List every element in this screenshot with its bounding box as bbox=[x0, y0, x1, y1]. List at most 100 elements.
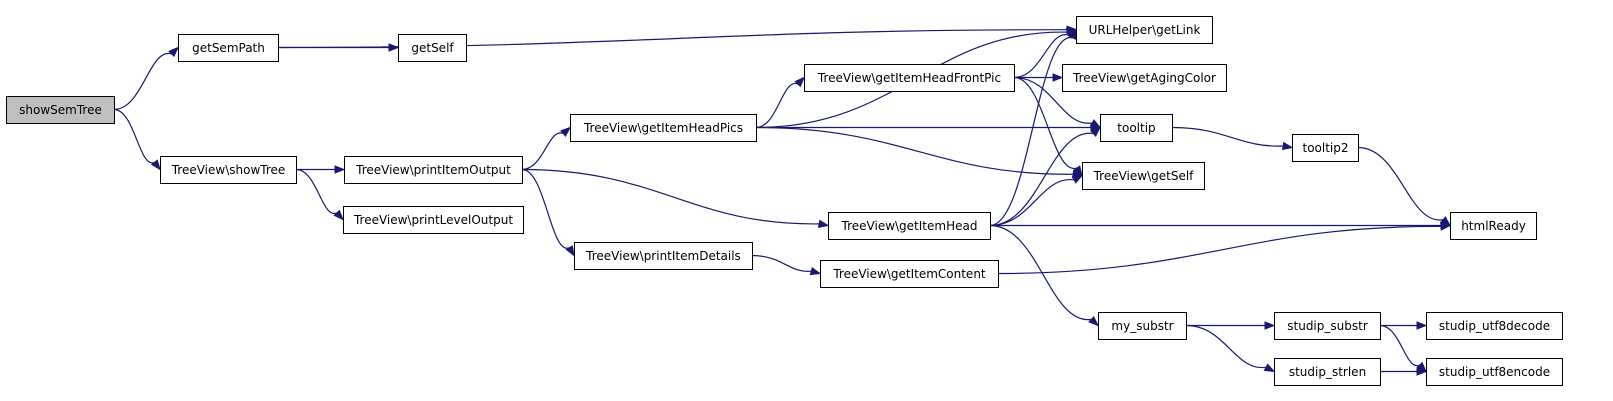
node-box-treeviewPrintItemDetails[interactable] bbox=[574, 242, 753, 270]
edge-treeviewGetItemHeadPics-to-treeviewGetItemHeadFrontPic bbox=[755, 83, 798, 129]
node-box-tooltip[interactable] bbox=[1100, 114, 1173, 142]
node-box-htmlReady[interactable] bbox=[1450, 212, 1537, 240]
node-box-treeviewGetItemHeadPics[interactable] bbox=[570, 114, 757, 142]
node-box-studipStrlen[interactable] bbox=[1274, 358, 1381, 386]
edge-tooltip2-to-htmlReady bbox=[1357, 146, 1444, 221]
node-treeviewGetItemHeadPics[interactable]: TreeView\getItemHeadPics bbox=[570, 114, 757, 142]
node-label-treeviewGetSelf: TreeView\getSelf bbox=[1093, 169, 1195, 183]
node-studipStrlen[interactable]: studip_strlen bbox=[1274, 358, 1381, 386]
node-box-urlhelperGetLink[interactable] bbox=[1076, 16, 1213, 44]
node-label-urlhelperGetLink: URLHelper\getLink bbox=[1089, 23, 1201, 37]
edge-treeviewGetItemHeadFrontPic-to-treeviewGetSelf bbox=[1013, 76, 1078, 169]
node-label-studipStrlen: studip_strlen bbox=[1289, 365, 1366, 379]
node-treeviewPrintLevelOutput[interactable]: TreeView\printLevelOutput bbox=[343, 206, 524, 234]
edge-treeviewGetItemContent-to-htmlReady bbox=[997, 225, 1442, 275]
node-box-treeviewPrintItemOutput[interactable] bbox=[344, 156, 523, 184]
arrowhead-treeviewShowTree-to-treeviewPrintItemOutput bbox=[334, 165, 346, 174]
node-box-studipUtf8encode[interactable] bbox=[1426, 358, 1563, 386]
arrowhead-treeviewGetItemHeadFrontPic-to-tooltip bbox=[1089, 119, 1102, 129]
edge-treeviewPrintItemDetails-to-treeviewGetItemContent bbox=[751, 254, 812, 272]
node-label-studipSubstr: studip_substr bbox=[1287, 319, 1368, 333]
node-studipSubstr[interactable]: studip_substr bbox=[1274, 312, 1381, 340]
arrowhead-treeviewGetItemContent-to-htmlReady bbox=[1440, 222, 1452, 231]
node-studipUtf8encode[interactable]: studip_utf8encode bbox=[1426, 358, 1563, 386]
node-htmlReady[interactable]: htmlReady bbox=[1450, 212, 1537, 240]
arrowhead-showSemTree-to-getSemPath bbox=[168, 46, 179, 58]
node-label-treeviewPrintItemOutput: TreeView\printItemOutput bbox=[355, 163, 511, 177]
arrowhead-treeviewPrintItemOutput-to-treeviewGetItemHeadPics bbox=[560, 126, 572, 137]
node-mySubstr[interactable]: my_substr bbox=[1098, 312, 1187, 340]
arrowhead-treeviewGetItemHead-to-tooltip bbox=[1090, 126, 1102, 137]
node-box-treeviewGetItemContent[interactable] bbox=[820, 260, 999, 288]
node-label-studipUtf8decode: studip_utf8decode bbox=[1439, 319, 1550, 333]
node-label-treeviewGetItemHeadFrontPic: TreeView\getItemHeadFrontPic bbox=[817, 71, 1001, 85]
node-treeviewGetAgingColor[interactable]: TreeView\getAgingColor bbox=[1062, 64, 1227, 92]
node-box-getSelf[interactable] bbox=[398, 34, 467, 62]
node-label-treeviewGetItemHead: TreeView\getItemHead bbox=[841, 219, 978, 233]
node-treeviewGetItemHead[interactable]: TreeView\getItemHead bbox=[828, 212, 991, 240]
node-tooltip[interactable]: tooltip bbox=[1100, 114, 1173, 142]
node-label-showSemTree: showSemTree bbox=[19, 103, 102, 117]
edge-showSemTree-to-treeviewShowTree bbox=[113, 108, 155, 164]
node-treeviewPrintItemDetails[interactable]: TreeView\printItemDetails bbox=[574, 242, 753, 270]
node-treeviewShowTree[interactable]: TreeView\showTree bbox=[160, 156, 297, 184]
node-label-treeviewGetItemHeadPics: TreeView\getItemHeadPics bbox=[583, 121, 743, 135]
node-getSemPath[interactable]: getSemPath bbox=[178, 34, 279, 62]
arrowhead-studipStrlen-to-studipUtf8encode bbox=[1416, 367, 1428, 376]
node-label-treeviewPrintItemDetails: TreeView\printItemDetails bbox=[585, 249, 741, 263]
node-getSelf[interactable]: getSelf bbox=[398, 34, 467, 62]
edge-treeviewPrintItemOutput-to-treeviewPrintItemDetails bbox=[521, 168, 570, 249]
node-label-mySubstr: my_substr bbox=[1111, 319, 1173, 333]
edges-layer bbox=[113, 25, 1452, 376]
arrowhead-treeviewGetItemHead-to-mySubstr bbox=[1088, 315, 1100, 327]
edge-treeviewShowTree-to-treeviewPrintLevelOutput bbox=[295, 168, 338, 214]
node-box-treeviewGetAgingColor[interactable] bbox=[1062, 64, 1227, 92]
arrowhead-tooltip-to-tooltip2 bbox=[1281, 141, 1294, 151]
node-box-treeviewGetSelf[interactable] bbox=[1082, 162, 1205, 190]
node-label-treeviewShowTree: TreeView\showTree bbox=[171, 163, 286, 177]
node-treeviewGetSelf[interactable]: TreeView\getSelf bbox=[1082, 162, 1205, 190]
arrowhead-mySubstr-to-studipSubstr bbox=[1264, 321, 1276, 330]
edge-showSemTree-to-getSemPath bbox=[113, 53, 172, 111]
node-showSemTree[interactable]: showSemTree bbox=[6, 96, 115, 124]
edge-treeviewGetItemHeadFrontPic-to-tooltip bbox=[1013, 76, 1093, 124]
node-urlhelperGetLink[interactable]: URLHelper\getLink bbox=[1076, 16, 1213, 44]
node-box-mySubstr[interactable] bbox=[1098, 312, 1187, 340]
node-box-treeviewShowTree[interactable] bbox=[160, 156, 297, 184]
arrowhead-treeviewGetItemHeadPics-to-treeviewGetItemHeadFrontPic bbox=[794, 76, 805, 88]
node-label-tooltip: tooltip bbox=[1117, 121, 1155, 135]
node-label-getSelf: getSelf bbox=[411, 41, 454, 55]
arrowhead-treeviewShowTree-to-treeviewPrintLevelOutput bbox=[333, 209, 344, 221]
edge-getSemPath-to-urlhelperGetLink bbox=[277, 29, 1068, 49]
edge-treeviewGetItemHead-to-treeviewGetSelf bbox=[989, 179, 1075, 227]
arrowhead-treeviewGetItemHeadFrontPic-to-treeviewGetAgingColor bbox=[1052, 73, 1064, 82]
node-treeviewPrintItemOutput[interactable]: TreeView\printItemOutput bbox=[344, 156, 523, 184]
node-treeviewGetItemContent[interactable]: TreeView\getItemContent bbox=[820, 260, 999, 288]
arrowhead-treeviewGetItemHead-to-urlhelperGetLink bbox=[1068, 28, 1077, 40]
node-label-getSemPath: getSemPath bbox=[192, 41, 265, 55]
node-box-studipSubstr[interactable] bbox=[1274, 312, 1381, 340]
arrowhead-treeviewPrintItemOutput-to-treeviewPrintItemDetails bbox=[565, 245, 575, 257]
nodes-layer: showSemTree getSemPath getSelf URLHelper\ge… bbox=[6, 16, 1563, 386]
node-studipUtf8decode[interactable]: studip_utf8decode bbox=[1426, 312, 1563, 340]
node-box-treeviewPrintLevelOutput[interactable] bbox=[343, 206, 524, 234]
node-box-treeviewGetItemHeadFrontPic[interactable] bbox=[804, 64, 1015, 92]
node-box-treeviewGetItemHead[interactable] bbox=[828, 212, 991, 240]
arrowhead-showSemTree-to-treeviewShowTree bbox=[150, 159, 161, 171]
edge-studipSubstr-to-studipUtf8encode bbox=[1379, 324, 1420, 367]
node-tooltip2[interactable]: tooltip2 bbox=[1292, 134, 1359, 162]
node-box-studipUtf8decode[interactable] bbox=[1426, 312, 1563, 340]
node-box-showSemTree[interactable] bbox=[6, 96, 115, 124]
edge-treeviewGetItemHeadFrontPic-to-urlhelperGetLink bbox=[1013, 34, 1070, 79]
node-treeviewGetItemHeadFrontPic[interactable]: TreeView\getItemHeadFrontPic bbox=[804, 64, 1015, 92]
arrowhead-mySubstr-to-studipStrlen bbox=[1263, 363, 1276, 373]
arrowhead-getSemPath-to-getSelf bbox=[388, 43, 400, 52]
node-box-tooltip2[interactable] bbox=[1292, 134, 1359, 162]
arrowhead-studipSubstr-to-studipUtf8decode bbox=[1416, 321, 1428, 330]
edge-treeviewGetItemHeadPics-to-treeviewGetSelf bbox=[755, 126, 1074, 175]
node-box-getSemPath[interactable] bbox=[178, 34, 279, 62]
node-label-treeviewPrintLevelOutput: TreeView\printLevelOutput bbox=[353, 213, 513, 227]
arrowhead-treeviewGetItemHead-to-treeviewGetSelf bbox=[1071, 174, 1084, 184]
edge-treeviewPrintItemOutput-to-treeviewGetItemHead bbox=[521, 168, 820, 225]
